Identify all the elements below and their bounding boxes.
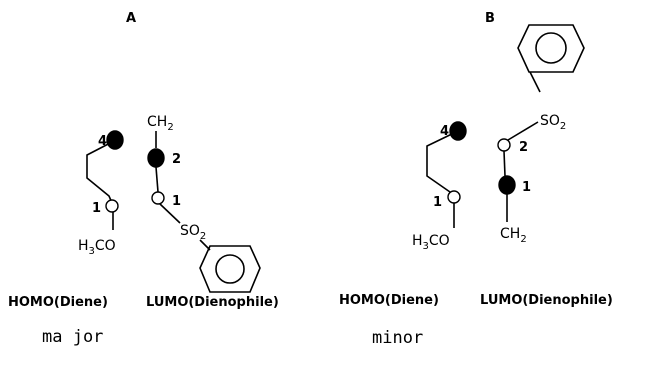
panel-b-caption-homo: HOMO(Diene) [339,293,439,308]
panel-a-methylene: CH2 [147,114,174,133]
panel-b-methoxy: H3CO [412,233,450,252]
panel-b-sulfonyl: SO2 [540,113,566,132]
panel-a-diene-pos-4: 4 [98,134,107,149]
panel-b: B 4 1 H3CO SO2 2 1 CH2 HOMO(Diene) LUMO(… [339,11,613,348]
panel-a-bond-s [159,203,181,224]
panel-a-bond-mid [155,166,159,193]
panel-a-methoxy: H3CO [78,238,116,257]
panel-a-diene-chain [86,139,117,230]
panel-b-bond-mid [503,150,506,177]
panel-b-diene-c1-lobe [447,190,461,204]
panel-b-bond-s [507,121,539,141]
panel-a-label: A [126,11,136,26]
panel-a-dienophile-pos-1: 1 [172,194,181,209]
panel-a-caption-homo: HOMO(Diene) [8,295,108,310]
panel-b-label: B [485,11,495,26]
panel-b-dienophile-pos-1: 1 [522,180,531,195]
panel-a-dienophile-c2-lobe [147,148,165,168]
panel-b-dienophile-pos-2: 2 [519,140,528,155]
panel-b-diene-pos-4: 4 [440,124,449,139]
panel-b-caption-lumo: LUMO(Dienophile) [480,293,613,308]
panel-a-caption-lumo: LUMO(Dienophile) [146,295,279,310]
panel-b-diene-pos-1: 1 [433,195,442,210]
panel-a-diene-c1-lobe [105,199,119,213]
panel-b-bond-ph [529,71,541,93]
panel-b-phenyl-ring [517,24,585,73]
panel-a-dienophile-c1-lobe [151,191,165,205]
panel-a: A 4 1 H3CO CH2 2 1 SO2 HOMO(Diene) LUMO( [8,11,279,347]
panel-b-diene-c4-lobe [449,121,467,141]
panel-a-diene-pos-1: 1 [92,201,101,216]
panel-b-methylene: CH2 [500,226,527,245]
panel-a-phenyl-ring [199,245,261,293]
panel-b-diene-chain [426,131,457,228]
panel-a-sulfonyl: SO2 [180,223,206,242]
panel-b-dienophile-c1-lobe [498,175,516,195]
panel-b-note: minor [372,328,423,348]
panel-a-diene-c4-lobe [106,130,124,150]
panel-a-note: ma jor [42,327,103,347]
panel-a-dienophile-pos-2: 2 [172,152,181,167]
panel-b-dienophile-c2-lobe [497,138,511,152]
